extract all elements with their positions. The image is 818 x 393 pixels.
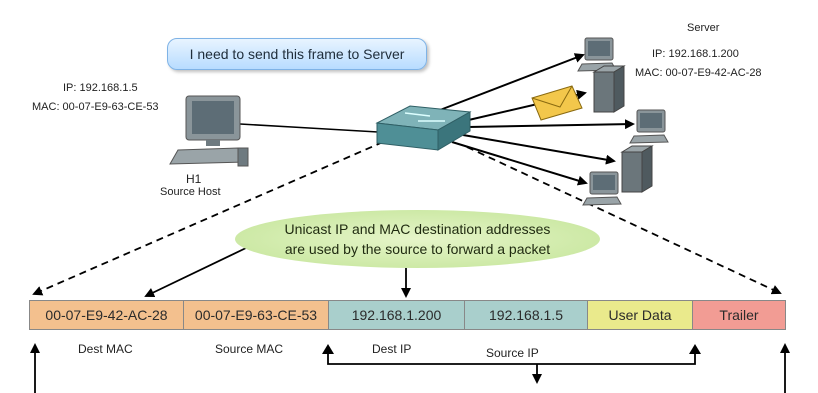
frame-field-user-data: User Data [588, 301, 693, 329]
speech-bubble: I need to send this frame to Server [167, 38, 427, 70]
bracket-arrowhead-left [322, 344, 334, 354]
host-name-label: H1 [186, 172, 202, 186]
callout-line-1: Unicast IP and MAC destination addresses [284, 221, 551, 237]
host-ip-label: IP: 192.168.1.5 [63, 82, 138, 94]
server-tower-icon [592, 65, 626, 113]
field-text: 00-07-E9-42-AC-28 [45, 307, 168, 323]
arrow-to-server [439, 53, 585, 111]
label-source-mac: Source MAC [215, 342, 284, 356]
callout-oval: Unicast IP and MAC destination addresses… [235, 210, 600, 268]
dashed-arrow-left [32, 141, 384, 296]
speech-bubble-text: I need to send this frame to Server [189, 46, 405, 62]
arrow-to-pc-3 [467, 119, 635, 130]
bracket-arrowhead-right [689, 344, 701, 354]
frame-field-dest-ip: 192.168.1.200 [329, 301, 465, 329]
field-text: 192.168.1.5 [489, 307, 563, 323]
frame-field-source-ip: 192.168.1.5 [465, 301, 588, 329]
server-title: Server [687, 22, 720, 34]
host-role-label: Source Host [160, 186, 221, 198]
server-ip-label: IP: 192.168.1.200 [652, 48, 739, 60]
label-source-ip: Source IP [486, 346, 539, 360]
ethernet-frame: 00-07-E9-42-AC-28 00-07-E9-63-CE-53 192.… [29, 300, 786, 330]
frame-field-dest-mac: 00-07-E9-42-AC-28 [30, 301, 184, 329]
server-tower-icon [620, 145, 654, 193]
arrow-to-tower-2 [462, 134, 616, 165]
computer-icon [169, 95, 249, 167]
label-dest-ip: Dest IP [372, 342, 412, 356]
callout-line-2: are used by the source to forward a pack… [284, 241, 551, 257]
callout-arrow-dest-mac [144, 247, 247, 298]
switch-icon [375, 105, 472, 151]
field-text: 192.168.1.200 [351, 307, 442, 323]
arrow-to-pc-4 [451, 141, 588, 186]
field-text: 00-07-E9-63-CE-53 [194, 307, 318, 323]
ip-bracket [327, 346, 696, 365]
computer-icon [629, 109, 669, 144]
host-switch-link [239, 123, 379, 133]
server-mac-label: MAC: 00-07-E9-42-AC-28 [635, 67, 762, 79]
envelope-icon [531, 85, 583, 121]
frame-field-source-mac: 00-07-E9-63-CE-53 [184, 301, 329, 329]
dashed-arrow-right [466, 146, 782, 295]
field-text: Trailer [719, 307, 759, 323]
field-text: User Data [608, 307, 672, 323]
frame-field-trailer: Trailer [693, 301, 785, 329]
label-dest-mac: Dest MAC [78, 342, 133, 356]
host-mac-label: MAC: 00-07-E9-63-CE-53 [32, 101, 159, 113]
computer-icon [582, 171, 622, 206]
